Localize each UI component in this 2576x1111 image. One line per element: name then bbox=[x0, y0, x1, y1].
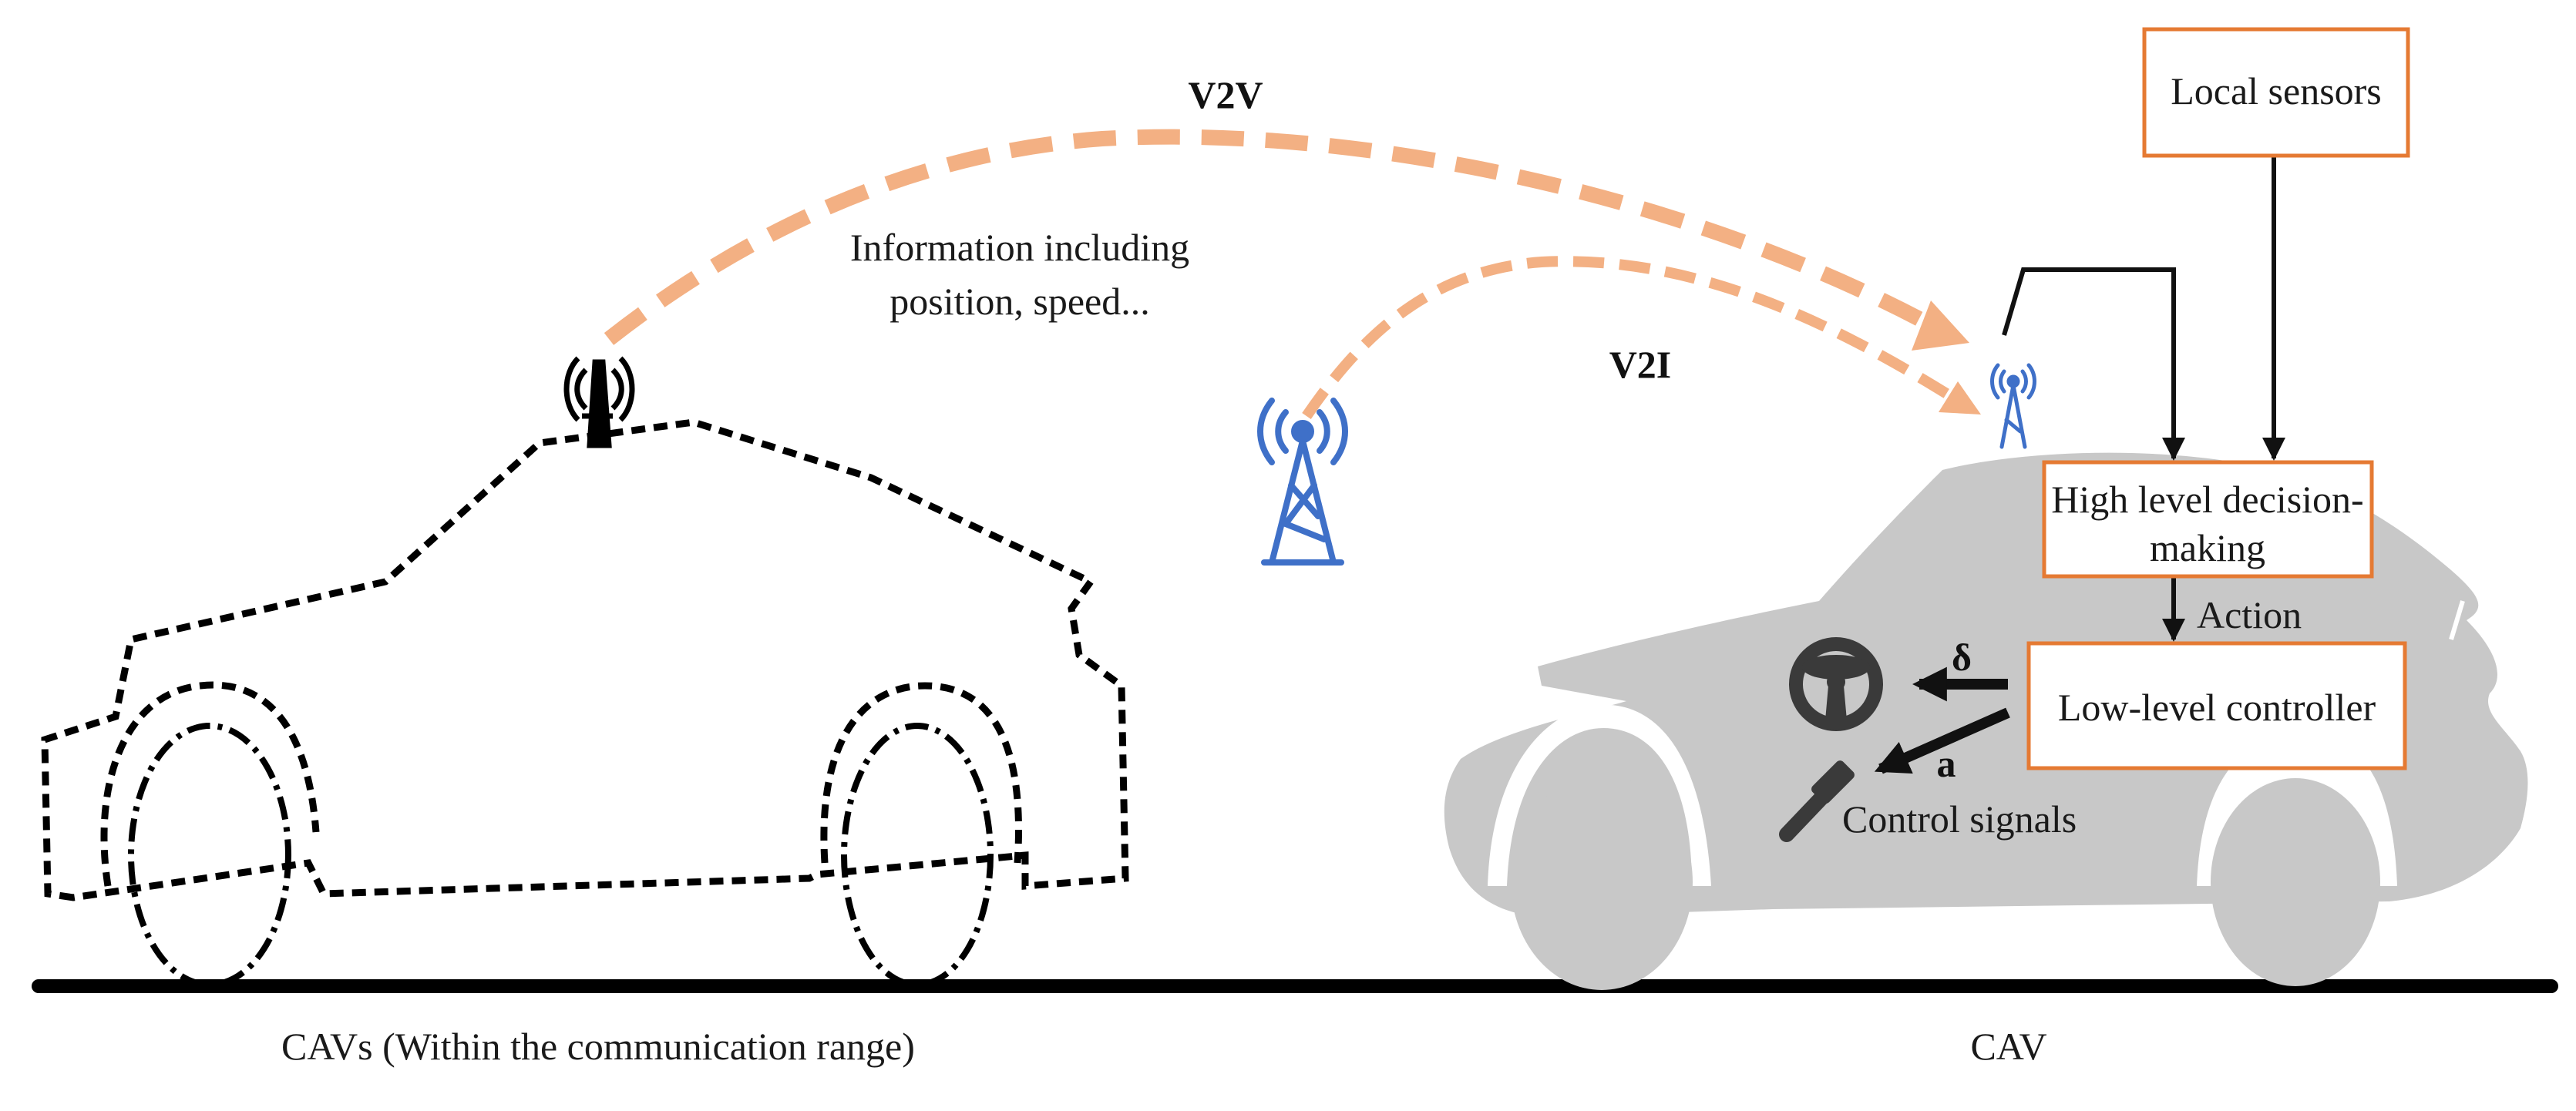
info-label-line2: position, speed... bbox=[889, 280, 1149, 323]
controller-box: Low-level controller bbox=[2026, 641, 2407, 770]
delta-label: δ bbox=[1952, 636, 1972, 679]
accelerator-pedal-icon bbox=[1779, 760, 1855, 842]
accel-arrow bbox=[1874, 707, 2010, 774]
left-caption: CAVs (Within the communication range) bbox=[281, 1025, 915, 1068]
remote-cav-outline bbox=[41, 418, 1129, 901]
action-label: Action bbox=[2197, 593, 2302, 636]
control-signals-label: Control signals bbox=[1842, 797, 2077, 841]
radio-tower-icon bbox=[1257, 398, 1348, 566]
right-caption: CAV bbox=[1970, 1025, 2046, 1068]
ego-front-wheel bbox=[1511, 774, 1693, 990]
ego-rear-wheel bbox=[2211, 778, 2380, 986]
accel-label: a bbox=[1937, 742, 1956, 785]
v2i-label: V2I bbox=[1609, 343, 1672, 386]
v2i-arrow bbox=[1302, 256, 1961, 419]
steering-wheel-icon bbox=[1789, 637, 1883, 731]
antenna-to-decision-line bbox=[2002, 267, 2185, 461]
ego-antenna-icon bbox=[1990, 363, 2036, 449]
v2v-arrowhead bbox=[1912, 300, 1969, 351]
decision-label-line1: High level decision- bbox=[2051, 478, 2363, 521]
v2v-label: V2V bbox=[1188, 73, 1263, 116]
rear-wheel bbox=[128, 723, 291, 988]
v2v-arrow bbox=[604, 129, 1946, 345]
remote-cav-wheels bbox=[128, 723, 994, 988]
v2i-arrowhead bbox=[1939, 381, 1981, 415]
local-sensors-label: Local sensors bbox=[2171, 69, 2382, 112]
local-sensors-box: Local sensors bbox=[2142, 27, 2410, 158]
control-arrows bbox=[1874, 666, 2010, 774]
flow-lines bbox=[2002, 154, 2285, 642]
antenna-icon bbox=[563, 356, 635, 448]
controller-label: Low-level controller bbox=[2058, 686, 2376, 729]
decision-making-box: High level decision- making bbox=[2042, 460, 2374, 579]
front-wheel bbox=[841, 723, 994, 988]
info-label-line1: Information including bbox=[850, 226, 1189, 269]
decision-label-line2: making bbox=[2150, 526, 2265, 569]
